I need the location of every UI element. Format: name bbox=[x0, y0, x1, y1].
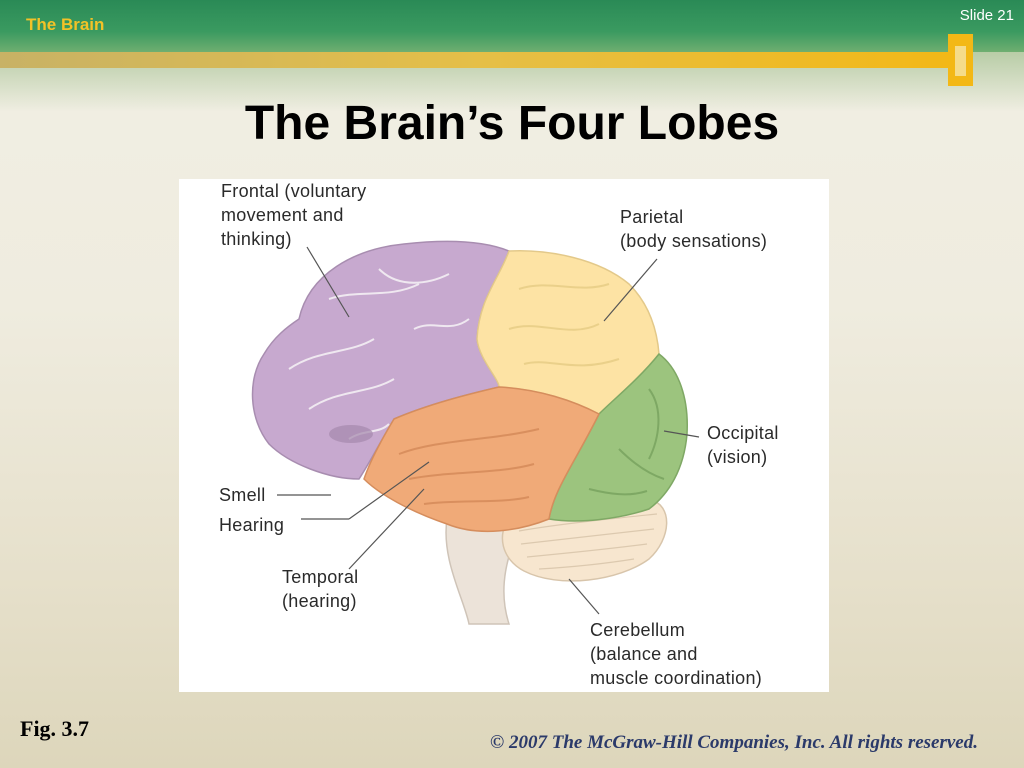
cerebellum-folds bbox=[518, 513, 658, 570]
slide-number: Slide 21 bbox=[959, 7, 1014, 24]
temporal-lobe bbox=[363, 386, 601, 533]
label-parietal: Parietal (body sensations) bbox=[620, 207, 768, 251]
label-hearing: Hearing bbox=[219, 515, 285, 535]
gyri-lines bbox=[288, 268, 470, 440]
label-occipital: Occipital (vision) bbox=[707, 423, 779, 467]
leader-lines bbox=[277, 246, 700, 615]
label-temporal: Temporal (hearing) bbox=[282, 567, 359, 611]
figure-number: Fig. 3.7 bbox=[20, 716, 90, 741]
parietal-gyri bbox=[508, 283, 620, 367]
brain-figure: Frontal (voluntary movement and thinking… bbox=[179, 179, 829, 692]
copyright-notice: © 2007 The McGraw-Hill Companies, Inc. A… bbox=[490, 732, 978, 753]
header-bar bbox=[0, 0, 1024, 52]
gold-stripe bbox=[0, 52, 958, 68]
gold-accent-square bbox=[948, 34, 973, 86]
label-frontal: Frontal (voluntary movement and thinking… bbox=[221, 181, 367, 249]
brain-illustration bbox=[251, 240, 700, 625]
temporal-gyri bbox=[398, 428, 540, 505]
label-cerebellum: Cerebellum (balance and muscle coordinat… bbox=[590, 620, 763, 688]
section-title: The Brain bbox=[26, 15, 105, 34]
occipital-gyri bbox=[588, 388, 665, 496]
slide-title: The Brain’s Four Lobes bbox=[244, 97, 780, 150]
label-smell: Smell bbox=[219, 485, 266, 505]
olfactory-bulb bbox=[329, 425, 373, 443]
